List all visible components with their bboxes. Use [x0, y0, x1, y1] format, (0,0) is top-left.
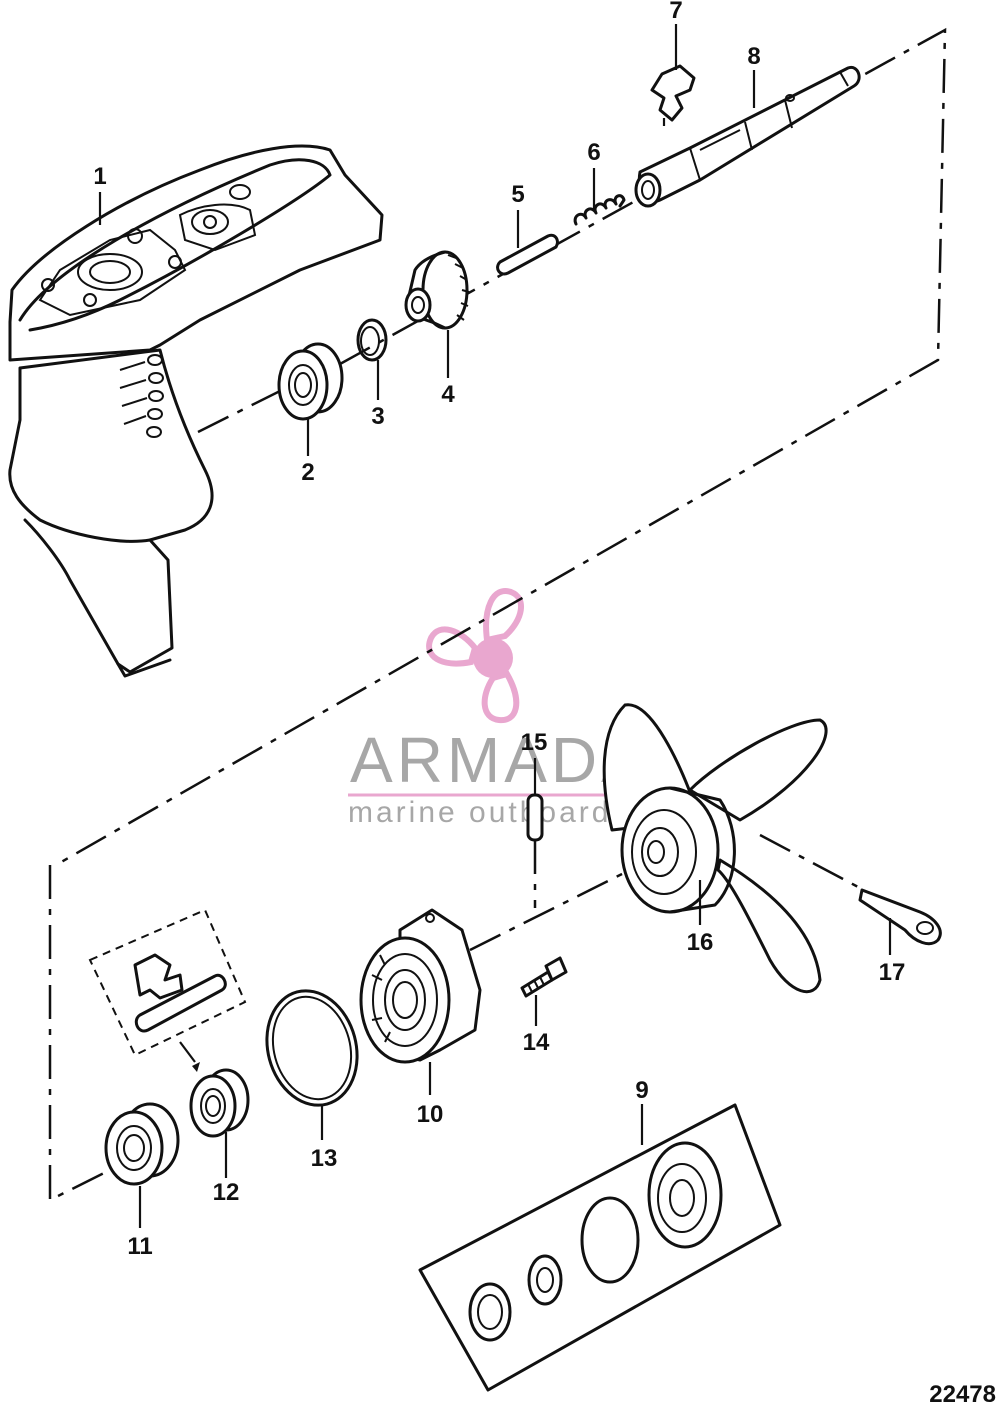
callout-17: 17	[879, 959, 906, 986]
armada-propeller-logo-icon	[426, 588, 524, 724]
callout-11: 11	[127, 1233, 152, 1260]
cross-pin-5	[496, 233, 559, 276]
retaining-ring-3	[356, 318, 388, 362]
callout-8: 8	[747, 43, 760, 70]
watermark: ARMADA marine outboard	[348, 588, 650, 829]
callout-5: 5	[511, 181, 524, 208]
callout-12: 12	[213, 1179, 240, 1206]
callout-7: 7	[669, 0, 682, 24]
ball-bearing-2	[277, 342, 344, 421]
callout-1: 1	[93, 163, 106, 190]
callout-9: 9	[635, 1077, 648, 1104]
bearing-carrier-kit-9	[418, 1103, 782, 1392]
figure-id: 22478	[929, 1381, 996, 1408]
watermark-brand: ARMADA	[350, 724, 648, 796]
oil-seal-12	[189, 1068, 250, 1138]
spring-6	[573, 194, 626, 226]
callout-2: 2	[301, 459, 314, 486]
watermark-tagline: marine outboard	[348, 796, 611, 829]
gearcase-housing	[8, 144, 384, 678]
callout-3: 3	[371, 403, 384, 430]
callout-13: 13	[311, 1145, 338, 1172]
callout-16: 16	[687, 929, 714, 956]
ball-bearing-11	[104, 1102, 180, 1186]
callout-14: 14	[523, 1029, 550, 1056]
clutch-clip-7	[650, 64, 696, 126]
pin-15	[526, 793, 544, 842]
callout-10: 10	[417, 1101, 444, 1128]
bearing-carrier-10	[359, 908, 482, 1064]
bolt-14	[520, 956, 568, 998]
propeller-16	[602, 703, 828, 994]
propeller-shaft-8	[634, 65, 861, 208]
cotter-pin-17	[858, 888, 942, 946]
o-ring-13	[265, 989, 359, 1107]
callouts: 1 2 3 4 5 6 7 8 9 10 11 12 13 14 15 16 1…	[93, 0, 905, 1260]
installation-detail-box	[88, 908, 247, 1072]
callout-leader-lines	[98, 24, 892, 1228]
callout-6: 6	[587, 139, 600, 166]
pinion-gear-4	[404, 250, 470, 330]
callout-15: 15	[521, 729, 548, 756]
callout-4: 4	[441, 381, 455, 408]
